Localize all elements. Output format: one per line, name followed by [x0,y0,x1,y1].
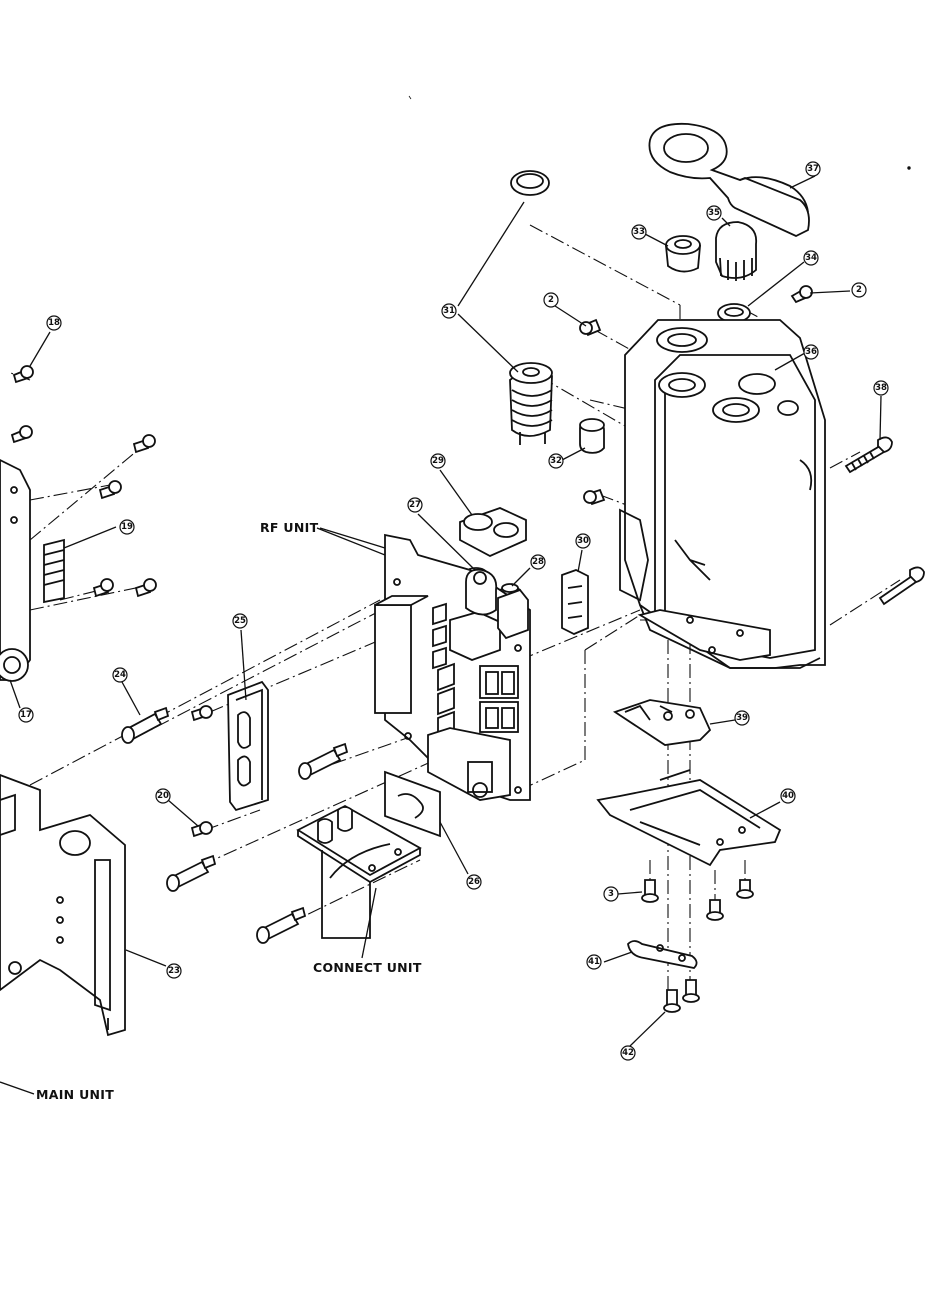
svg-text:2: 2 [856,285,862,295]
svg-text:39: 39 [736,713,748,723]
callout-38: 38 [874,381,888,395]
strap-ring-part [649,124,809,236]
clamp-part-30 [562,570,588,634]
callout-34: 34 [804,251,818,265]
callout-20: 20 [156,789,170,803]
callout-32: 32 [549,454,563,468]
unit-labels: RF UNIT CONNECT UNIT MAIN UNIT [36,520,422,1102]
callout-23: 23 [167,964,181,978]
svg-text:19: 19 [121,522,133,532]
svg-text:41: 41 [588,957,600,967]
svg-text:36: 36 [805,347,817,357]
callout-33: 33 [632,225,646,239]
svg-text:2: 2 [548,295,554,305]
callout-3: 3 [604,887,618,901]
svg-text:28: 28 [532,557,544,567]
callout-26: 26 [467,875,481,889]
connect-unit-board [298,806,420,938]
callout-29: 29 [431,454,445,468]
callout-39: 39 [735,711,749,725]
svg-text:18: 18 [48,318,60,328]
svg-text:33: 33 [633,227,645,237]
left-screws [12,366,212,836]
callout-35: 35 [707,206,721,220]
callout-30: 30 [576,534,590,548]
svg-text:35: 35 [708,208,720,218]
svg-text:24: 24 [114,670,126,680]
svg-text:40: 40 [782,791,794,801]
svg-text:32: 32 [550,456,562,466]
callout-37: 37 [806,162,820,176]
callout-36: 36 [804,345,818,359]
callout-2-left: 2 [544,293,558,307]
callout-40: 40 [781,789,795,803]
main-case-part [620,320,825,668]
svg-text:3: 3 [608,889,614,899]
callout-2-right: 2 [852,283,866,297]
chassis-part-23 [0,775,125,1035]
svg-text:23: 23 [168,966,180,976]
rf-unit-label: RF UNIT [260,520,319,535]
callout-31: 31 [442,304,456,318]
svg-text:17: 17 [20,710,32,720]
connect-unit-label: CONNECT UNIT [313,960,422,975]
bracket-part-25 [228,682,268,810]
svg-text:38: 38 [875,383,887,393]
svg-text:20: 20 [157,791,169,801]
svg-text:29: 29 [432,456,444,466]
callout-27: 27 [408,498,422,512]
callout-28: 28 [531,555,545,569]
callout-42: 42 [621,1046,635,1060]
svg-text:42: 42 [622,1048,634,1058]
main-unit-label: MAIN UNIT [36,1087,114,1102]
clip-part-32 [580,419,604,453]
left-board-part [0,460,64,681]
svg-text:25: 25 [234,616,246,626]
svg-text:31: 31 [443,306,455,316]
callout-41: 41 [587,955,601,969]
bottom-plate-parts [598,700,780,968]
callout-19: 19 [120,520,134,534]
callout-25: 25 [233,614,247,628]
sheet-part-26 [385,772,440,836]
callout-18: 18 [47,316,61,330]
long-screw-parts [846,437,924,604]
svg-text:37: 37 [807,164,819,174]
svg-text:30: 30 [577,536,589,546]
bnc-connector-part [510,171,552,445]
svg-text:26: 26 [468,877,480,887]
svg-text:34: 34 [805,253,817,263]
callout-24: 24 [113,668,127,682]
rf-unit-board [375,535,530,800]
svg-text:27: 27 [409,500,421,510]
callout-17: 17 [19,708,33,722]
